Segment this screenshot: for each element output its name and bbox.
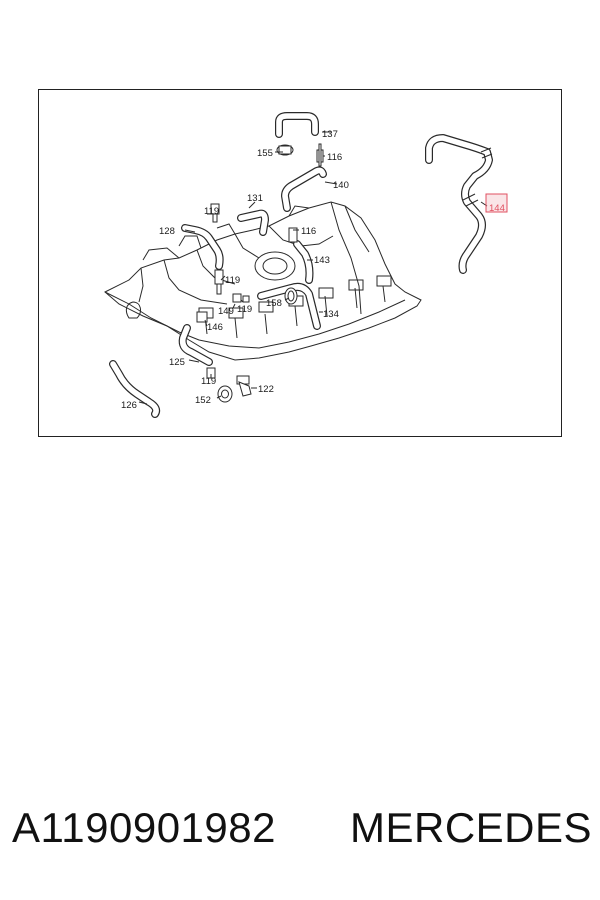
part-label: 119 — [237, 304, 252, 315]
hose-140 — [281, 166, 327, 212]
exploded-parts-diagram: 137 155 116 140 144 131 119 128 116 143 … — [104, 112, 508, 418]
brand-name: MERCEDES — [350, 804, 593, 851]
part-label: 146 — [207, 322, 223, 333]
hose-125 — [178, 324, 213, 366]
part-label: 149 — [218, 306, 234, 317]
part-label: 116 — [301, 226, 316, 237]
part-label: 128 — [159, 226, 175, 237]
hose-128 — [181, 224, 224, 270]
part-label: 122 — [258, 384, 274, 395]
leader-lines — [138, 131, 488, 405]
caption: A1190901982 MERCEDES — [0, 800, 600, 860]
part-label: 126 — [121, 400, 137, 411]
part-label: 155 — [257, 148, 273, 159]
part-label: 119 — [204, 206, 219, 217]
part-label: 119 — [201, 376, 216, 387]
part-label: 131 — [247, 193, 263, 204]
hose-143 — [293, 240, 314, 284]
part-label: 152 — [195, 395, 211, 406]
hose-131 — [237, 209, 269, 236]
part-label-highlighted: 144 — [489, 203, 505, 214]
part-label: 134 — [323, 309, 339, 320]
diagram-frame: 137 155 116 140 144 131 119 128 116 143 … — [38, 89, 562, 437]
part-label: 116 — [327, 152, 342, 163]
part-label: 125 — [169, 357, 185, 368]
fittings — [196, 143, 324, 403]
part-label: 119 — [225, 275, 240, 286]
part-label: 137 — [322, 129, 338, 140]
part-label: 143 — [314, 255, 330, 266]
part-labels: 137 155 116 140 144 131 119 128 116 143 … — [121, 129, 505, 411]
part-label: 158 — [266, 298, 282, 309]
hose-137 — [275, 112, 319, 138]
highlight-box-144 — [485, 193, 508, 213]
part-label: 140 — [333, 180, 349, 191]
part-number: A1190901982 — [12, 804, 276, 851]
intake-manifold — [104, 201, 422, 361]
hose-126 — [109, 360, 161, 418]
hose-144 — [425, 134, 493, 274]
